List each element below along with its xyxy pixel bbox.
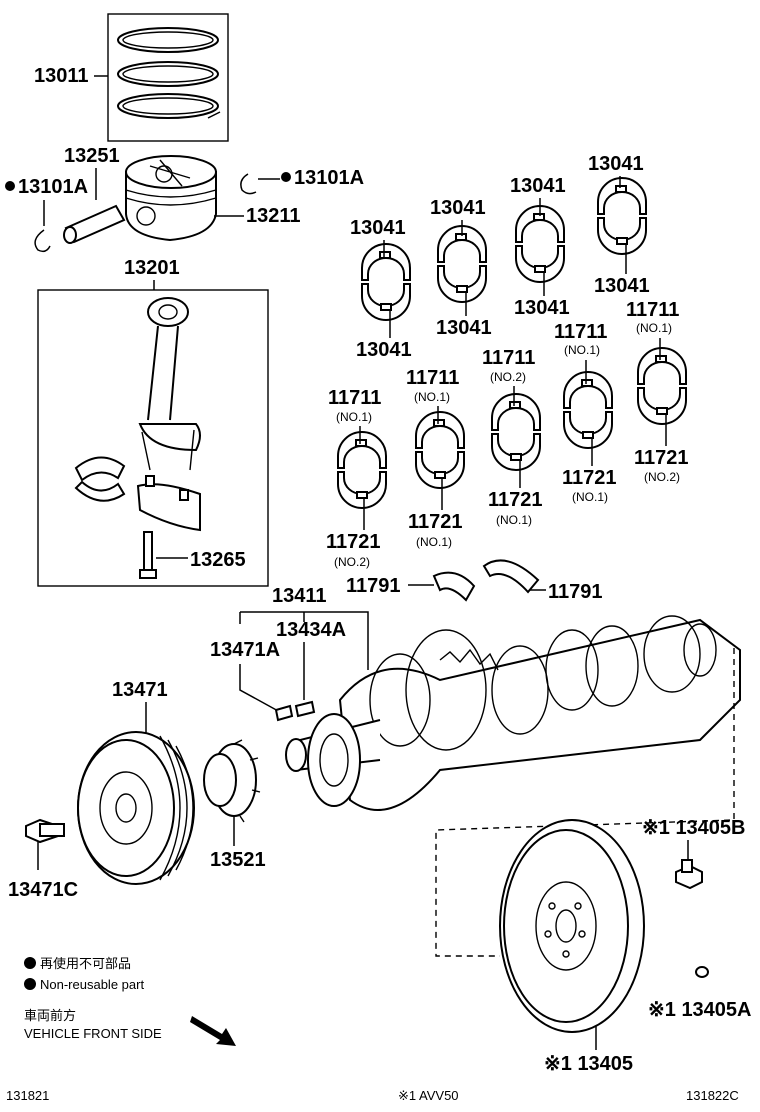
label-crank-pulley: 13471 bbox=[112, 679, 168, 701]
rod-bolt bbox=[139, 531, 157, 579]
label-main-bearing-1-lower: 11721 bbox=[326, 531, 381, 553]
label-main-bearing-5-lower: 11721 bbox=[634, 447, 689, 469]
label-piston-pin: 13251 bbox=[64, 145, 120, 167]
label-main-bearing-1-upper: 11711 bbox=[328, 387, 381, 409]
note-main-bearing-5-upper: (NO.1) bbox=[636, 321, 672, 335]
note-main-bearing-2-upper: (NO.1) bbox=[414, 390, 450, 404]
rod-bearing-1 bbox=[361, 243, 411, 321]
non-reusable-bullet-icon bbox=[281, 172, 291, 182]
main-bearing-1 bbox=[337, 431, 387, 509]
snap-ring-left bbox=[34, 229, 51, 253]
piston-pin bbox=[63, 204, 126, 244]
note-main-bearing-4-upper: (NO.1) bbox=[564, 343, 600, 357]
rod-cap bbox=[136, 475, 201, 532]
label-flywheel: ※1 13405 bbox=[544, 1053, 633, 1075]
rod-bearing-3 bbox=[515, 205, 565, 283]
note-main-bearing-3-lower: (NO.1) bbox=[496, 513, 532, 527]
label-rod-bearing-3-lower: 13041 bbox=[514, 297, 570, 319]
label-main-bearing-2-upper: 11711 bbox=[406, 367, 459, 389]
footer-left-code: 131821 bbox=[6, 1088, 49, 1103]
label-pulley-key: 13471A bbox=[210, 639, 280, 661]
connecting-rod-box bbox=[37, 289, 269, 587]
rod-bearing-shell-lower bbox=[74, 480, 126, 502]
snap-ring-right bbox=[240, 173, 257, 195]
label-piston: 13211 bbox=[246, 205, 301, 227]
label-thrust-washer-right: 11791 bbox=[548, 581, 603, 603]
connecting-rod bbox=[138, 297, 201, 471]
label-flywheel-pin: ※1 13405A bbox=[648, 999, 752, 1021]
label-rod-bearing-2-upper: 13041 bbox=[430, 197, 486, 219]
main-bearing-3 bbox=[491, 393, 541, 471]
label-main-bearing-2-lower: 11721 bbox=[408, 511, 463, 533]
thrust-washer-left bbox=[432, 571, 476, 602]
timing-sprocket bbox=[203, 739, 261, 823]
flywheel bbox=[499, 819, 645, 1033]
main-bearing-2 bbox=[415, 411, 465, 489]
label-rod-bolt: 13265 bbox=[190, 549, 246, 571]
legend-non-reusable-jp: 再使用不可部品 bbox=[40, 956, 131, 971]
legend-non-reusable-en: Non-reusable part bbox=[40, 977, 144, 992]
note-main-bearing-4-lower: (NO.1) bbox=[572, 490, 608, 504]
main-bearing-4 bbox=[563, 371, 613, 449]
crankshaft bbox=[285, 615, 741, 811]
label-thrust-washer-left: 11791 bbox=[346, 575, 401, 597]
label-rod-bearing-4-upper: 13041 bbox=[588, 153, 644, 175]
front-direction-arrow-icon bbox=[190, 1016, 236, 1046]
legend-front-jp: 車両前方 bbox=[24, 1008, 76, 1023]
crank-key bbox=[294, 700, 316, 718]
label-main-bearing-3-lower: 11721 bbox=[488, 489, 543, 511]
note-main-bearing-1-upper: (NO.1) bbox=[336, 410, 372, 424]
label-snap-ring-right: 13101A bbox=[294, 167, 364, 189]
note-main-bearing-5-lower: (NO.2) bbox=[644, 470, 680, 484]
label-rod-bearing-3-upper: 13041 bbox=[510, 175, 566, 197]
flywheel-bolt bbox=[675, 859, 703, 890]
label-crankshaft: 13411 bbox=[272, 585, 327, 607]
pulley-key bbox=[274, 704, 294, 722]
label-rod-bearing-1-lower: 13041 bbox=[356, 339, 412, 361]
note-main-bearing-1-lower: (NO.2) bbox=[334, 555, 370, 569]
rod-bearing-2 bbox=[437, 225, 487, 303]
crank-pulley bbox=[77, 731, 195, 885]
crank-gear bbox=[307, 713, 361, 807]
non-reusable-bullet-icon bbox=[5, 181, 15, 191]
footer-center-note: ※1 AVV50 bbox=[398, 1088, 459, 1103]
piston bbox=[125, 155, 217, 242]
label-crank-key: 13434A bbox=[276, 619, 346, 641]
note-main-bearing-3-upper: (NO.2) bbox=[490, 370, 526, 384]
rod-bearing-shell-upper bbox=[74, 456, 126, 482]
label-rod-bearing-2-lower: 13041 bbox=[436, 317, 492, 339]
non-reusable-bullet-icon bbox=[24, 978, 36, 990]
label-main-bearing-5-upper: 11711 bbox=[626, 299, 679, 321]
label-piston-ring-set: 13011 bbox=[34, 65, 89, 87]
main-bearing-5 bbox=[637, 347, 687, 425]
label-main-bearing-3-upper: 11711 bbox=[482, 347, 535, 369]
label-rod-bearing-1-upper: 13041 bbox=[350, 217, 406, 239]
label-main-bearing-4-upper: 11711 bbox=[554, 321, 607, 343]
piston-ring-set bbox=[107, 13, 229, 142]
thrust-washer-right bbox=[482, 559, 540, 594]
label-main-bearing-4-lower: 11721 bbox=[562, 467, 617, 489]
flywheel-pin bbox=[695, 966, 709, 978]
legend-front-en: VEHICLE FRONT SIDE bbox=[24, 1026, 162, 1041]
note-main-bearing-2-lower: (NO.1) bbox=[416, 535, 452, 549]
label-connecting-rod-assy: 13201 bbox=[124, 257, 180, 279]
non-reusable-bullet-icon bbox=[24, 957, 36, 969]
footer-right-code: 131822C bbox=[686, 1088, 739, 1103]
label-rod-bearing-4-lower: 13041 bbox=[594, 275, 650, 297]
flywheel-callout-dashed bbox=[435, 648, 735, 957]
label-timing-sprocket: 13521 bbox=[210, 849, 266, 871]
label-pulley-bolt: 13471C bbox=[8, 879, 78, 901]
label-snap-ring-left: 13101A bbox=[18, 176, 88, 198]
pulley-bolt bbox=[25, 818, 65, 844]
label-flywheel-bolt: ※1 13405B bbox=[642, 817, 746, 839]
rod-bearing-4 bbox=[597, 177, 647, 255]
